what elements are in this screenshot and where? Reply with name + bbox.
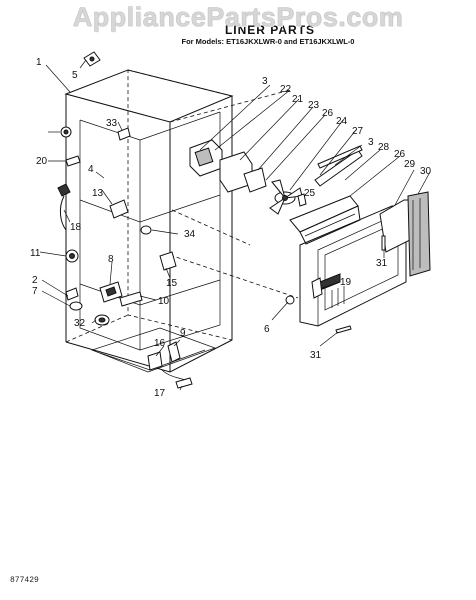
diagram-subtitle: For Models: ET16JKXLWR-0 and ET16JKXLWL-…	[181, 37, 355, 46]
drain-parts-9-16	[147, 341, 187, 381]
callout-30: 30	[420, 166, 432, 177]
callout-2: 2	[32, 275, 38, 286]
callout-9: 9	[180, 328, 186, 339]
screw-25	[297, 193, 307, 207]
callout-26: 26	[322, 108, 334, 119]
shelf-support-33	[117, 127, 131, 141]
callout-28: 28	[378, 142, 390, 153]
callout-4: 4	[88, 164, 94, 175]
callout-13: 13	[92, 188, 104, 199]
callout-16: 16	[154, 338, 166, 349]
callout-8: 8	[108, 254, 114, 265]
callout-10: 10	[158, 296, 170, 307]
callout-11: 11	[30, 248, 41, 259]
top-trim-strip	[317, 145, 363, 169]
drain-cap-17	[175, 377, 193, 389]
callout-32: 32	[74, 318, 86, 329]
hinge-plug	[83, 51, 101, 67]
fan-shroud	[289, 195, 361, 245]
callout-26b: 26	[394, 149, 406, 160]
light-switch-8	[99, 281, 123, 303]
diagram-title: LINER PARTS	[224, 23, 316, 37]
insulation-strip	[407, 191, 431, 277]
screw-31	[335, 325, 352, 334]
thermostat-19	[311, 277, 323, 299]
drain-tube-34	[140, 225, 152, 235]
callout-7: 7	[32, 286, 38, 297]
clip-2	[65, 287, 79, 301]
callout-3b: 3	[368, 137, 374, 148]
callout-31: 31	[310, 350, 322, 361]
callout-27: 27	[352, 126, 364, 137]
callout-20: 20	[36, 156, 48, 167]
clip-7	[69, 301, 83, 311]
document-number: 877429	[10, 576, 39, 585]
callout-33: 33	[106, 118, 118, 129]
callout-31-upper: 31	[376, 258, 388, 269]
evaporator-cover-panel	[299, 205, 407, 327]
fan-blade	[269, 179, 303, 215]
callout-29: 29	[404, 159, 416, 170]
callout-34: 34	[184, 229, 196, 240]
bracket-15	[159, 251, 177, 271]
fan-motor-bracket	[219, 151, 267, 193]
callout-22: 22	[280, 84, 292, 95]
cold-control-13	[109, 199, 129, 219]
callout-24: 24	[336, 116, 348, 127]
callout-19: 19	[340, 277, 352, 288]
callout-1: 1	[36, 57, 42, 68]
drain-trough	[314, 149, 363, 187]
callout-5: 5	[72, 70, 78, 81]
bracket-10	[119, 291, 143, 307]
callout-17: 17	[154, 388, 166, 399]
grommet-32	[94, 314, 110, 326]
light-socket-11	[65, 249, 79, 263]
control-housing	[189, 139, 223, 177]
callout-25: 25	[304, 188, 316, 199]
screw-31-upper	[381, 235, 386, 251]
wire-harness	[57, 183, 71, 231]
shelf-support-20	[65, 155, 81, 167]
callout-18: 18	[70, 222, 82, 233]
callout-23: 23	[308, 100, 320, 111]
callout-15: 15	[166, 278, 178, 289]
callout-labels: 1 5 3 22 21 23 26 24 27 3 28 26 29 30 33…	[30, 57, 432, 399]
callout-3: 3	[262, 76, 268, 87]
screw-plug-3	[60, 126, 72, 138]
callout-6: 6	[264, 324, 270, 335]
callout-21: 21	[292, 94, 304, 105]
leader-lines	[39, 59, 431, 391]
